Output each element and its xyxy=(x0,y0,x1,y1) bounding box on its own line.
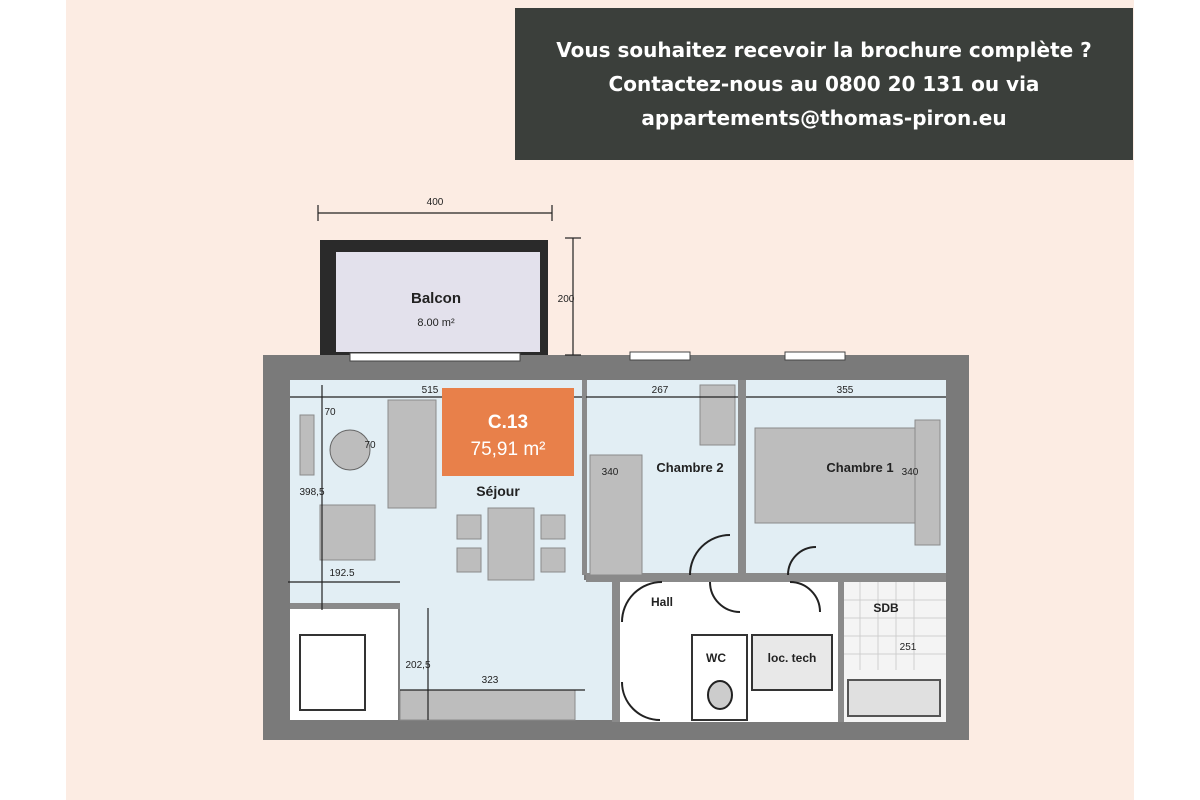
dim-70a: 70 xyxy=(324,407,336,418)
dim-sejour-width: 515 xyxy=(422,385,439,396)
chambre1-label: Chambre 1 xyxy=(826,460,893,475)
left-room-inner xyxy=(299,634,366,711)
unit-badge xyxy=(442,388,574,476)
window-chambre2 xyxy=(629,351,691,361)
dim-chambre2-width: 267 xyxy=(652,385,669,396)
dim-chambre1-width: 355 xyxy=(837,385,854,396)
dim-sejour-depth: 398,5 xyxy=(299,487,324,498)
dim-balcon-width: 400 xyxy=(427,197,444,208)
dim-balcon-depth: 200 xyxy=(558,294,575,305)
dim-sdb-depth: 251 xyxy=(900,642,917,653)
furniture xyxy=(299,384,941,721)
unit-code: C.13 xyxy=(488,412,528,433)
balcon-area-label: 8.00 m² xyxy=(417,317,455,329)
sdb-tiles xyxy=(844,582,946,670)
dim-70b: 70 xyxy=(364,440,376,451)
chambre2-label: Chambre 2 xyxy=(656,460,723,475)
interior-walls xyxy=(290,380,946,722)
balcon-label: Balcon xyxy=(411,290,461,307)
door-swings xyxy=(621,534,821,721)
window-chambre1 xyxy=(784,351,846,361)
local-tech-room xyxy=(751,634,833,691)
toilet-bowl xyxy=(707,680,733,710)
contact-banner: Vous souhaitez recevoir la brochure comp… xyxy=(515,8,1133,160)
banner-line-1: Vous souhaitez recevoir la brochure comp… xyxy=(556,38,1092,62)
dim-kitchen-width: 323 xyxy=(482,675,499,686)
sdb-label: SDB xyxy=(873,601,899,615)
window-sejour xyxy=(349,352,521,362)
bathtub xyxy=(847,679,941,717)
floor-plan-svg: Balcon 8.00 m² xyxy=(263,197,969,740)
dim-chambre1-depth: 340 xyxy=(902,467,919,478)
local-tech-label: loc. tech xyxy=(768,651,817,665)
sejour-label: Séjour xyxy=(476,483,520,499)
round-table xyxy=(329,429,371,471)
hall-label: Hall xyxy=(651,595,673,609)
floor-plan: Balcon 8.00 m² xyxy=(260,190,970,742)
dim-202: 202,5 xyxy=(405,660,430,671)
balcony-floor xyxy=(336,252,540,352)
banner-email[interactable]: appartements@thomas-piron.eu xyxy=(641,106,1007,130)
dim-192: 192.5 xyxy=(329,568,354,579)
banner-line-2: Contactez-nous au 0800 20 131 ou via xyxy=(608,72,1040,96)
dim-chambre2-depth: 340 xyxy=(602,467,619,478)
wc-label: WC xyxy=(706,651,726,665)
unit-area: 75,91 m² xyxy=(471,439,546,460)
